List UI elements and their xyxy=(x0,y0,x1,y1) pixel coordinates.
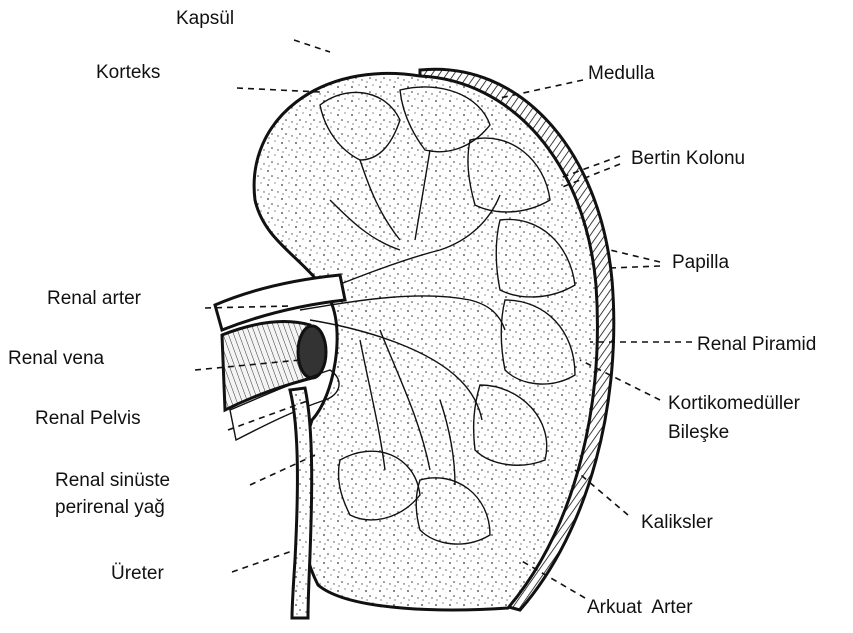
label-renal-sinuste: Renal sinüste xyxy=(55,470,170,491)
ureter xyxy=(290,388,312,618)
label-renal-pelvis: Renal Pelvis xyxy=(35,408,141,429)
label-arkuat-arter: Arkuat Arter xyxy=(587,597,693,618)
label-kapsul: Kapsül xyxy=(176,8,234,29)
label-bileske: Bileşke xyxy=(668,422,729,443)
label-perirenal-yag: perirenal yağ xyxy=(55,497,165,518)
label-renal-piramid: Renal Piramid xyxy=(697,334,816,355)
label-renal-vena: Renal vena xyxy=(8,348,105,369)
label-kaliksler: Kaliksler xyxy=(641,512,713,533)
renal-vein-opening xyxy=(298,326,326,378)
label-medulla: Medulla xyxy=(588,63,655,84)
label-kortikomeduller: Kortikomedüller xyxy=(668,393,801,414)
label-korteks: Korteks xyxy=(96,62,160,83)
label-renal-arter: Renal arter xyxy=(47,288,142,309)
label-papilla: Papilla xyxy=(672,252,729,273)
label-bertin-kolonu: Bertin Kolonu xyxy=(631,148,745,169)
label-ureter: Üreter xyxy=(111,563,164,584)
